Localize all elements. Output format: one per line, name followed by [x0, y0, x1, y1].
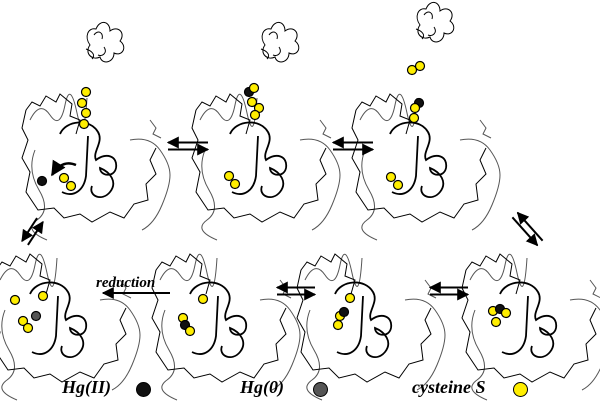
cysteine-atom	[223, 170, 235, 182]
protein-panel-7	[461, 253, 600, 401]
equilibrium-arrows-top-1	[166, 136, 210, 156]
protein-helix-core	[229, 121, 288, 199]
cysteine-atom	[344, 292, 356, 304]
cysteine-atom	[408, 112, 420, 124]
legend-cysteine-swatch	[513, 382, 528, 397]
protein-helix-core	[499, 281, 558, 359]
cysteine-atom	[249, 109, 261, 121]
protein-panel-2	[191, 22, 341, 241]
protein-backbone	[469, 253, 600, 401]
legend-hg2-swatch	[136, 382, 151, 397]
protein-surface	[151, 253, 287, 383]
cysteine-atom	[414, 60, 426, 72]
protein-panel-5	[151, 253, 301, 401]
cysteine-atom	[248, 82, 260, 94]
cysteine-atom	[490, 316, 502, 328]
cysteine-atom	[184, 325, 196, 337]
protein-backbone	[29, 93, 171, 241]
cysteine-atom	[229, 178, 241, 190]
reverse-arrow	[516, 211, 544, 242]
legend-hg2-label: Hg(II)	[62, 377, 111, 397]
protein-backbone	[159, 253, 301, 401]
cysteine-atom	[65, 180, 77, 192]
hg2-atom	[338, 306, 350, 318]
cysteine-atom	[37, 290, 49, 302]
cysteine-atom	[58, 172, 70, 184]
protein-surface	[296, 253, 432, 383]
cysteine-atom	[332, 319, 344, 331]
cysteine-atom	[500, 307, 512, 319]
protein-helix-core	[389, 121, 448, 199]
cysteine-atom	[385, 171, 397, 183]
cysteine-atom	[406, 64, 418, 76]
cysteine-atom	[17, 315, 29, 327]
protein-n-domain	[260, 22, 300, 63]
hg2-atom	[36, 175, 48, 187]
protein-surface	[191, 93, 327, 223]
equilibrium-arrows-right	[511, 211, 544, 247]
protein-surface	[351, 93, 487, 223]
cysteine-atom	[76, 97, 88, 109]
protein-n-domain	[415, 2, 455, 43]
cysteine-atom	[197, 293, 209, 305]
equilibrium-arrows-bottom-2	[428, 281, 470, 301]
reduction-label: reduction	[96, 275, 156, 291]
protein-helix-core	[59, 121, 118, 199]
legend-hg0-label: Hg(0)	[240, 377, 284, 397]
protein-backbone	[0, 253, 141, 401]
cysteine-atom	[78, 118, 90, 130]
equilibrium-arrows-top-2	[331, 136, 375, 156]
binding-arrow	[50, 159, 77, 177]
protein-panel-6	[296, 253, 446, 401]
cysteine-atom	[409, 102, 421, 114]
equilibrium-arrows-left	[21, 217, 44, 246]
hg0-atom	[30, 310, 42, 322]
equilibrium-arrows-bottom-1	[275, 281, 317, 301]
protein-backbone	[359, 93, 501, 241]
protein-helix-core	[334, 281, 393, 359]
protein-n-domain	[85, 22, 125, 63]
cysteine-atom	[22, 322, 34, 334]
protein-surface	[461, 253, 597, 383]
legend-hg0-swatch	[313, 382, 328, 397]
forward-arrow	[511, 216, 539, 247]
cysteine-atom	[392, 179, 404, 191]
cysteine-atom	[80, 86, 92, 98]
forward-arrow	[21, 217, 38, 243]
protein-backbone	[199, 93, 341, 241]
reverse-arrow	[27, 220, 44, 246]
protein-panel-1	[21, 22, 171, 241]
protein-panel-3	[351, 2, 501, 241]
cysteine-atom	[9, 294, 21, 306]
cysteine-atom	[80, 107, 92, 119]
protein-surface	[0, 253, 127, 383]
legend-cysteine-label: cysteine S	[412, 377, 486, 397]
cysteine-atom	[246, 96, 258, 108]
protein-backbone	[304, 253, 446, 401]
protein-panel-4	[0, 253, 141, 401]
protein-surface	[21, 93, 157, 223]
protein-helix-core	[29, 281, 88, 359]
protein-helix-core	[189, 281, 248, 359]
